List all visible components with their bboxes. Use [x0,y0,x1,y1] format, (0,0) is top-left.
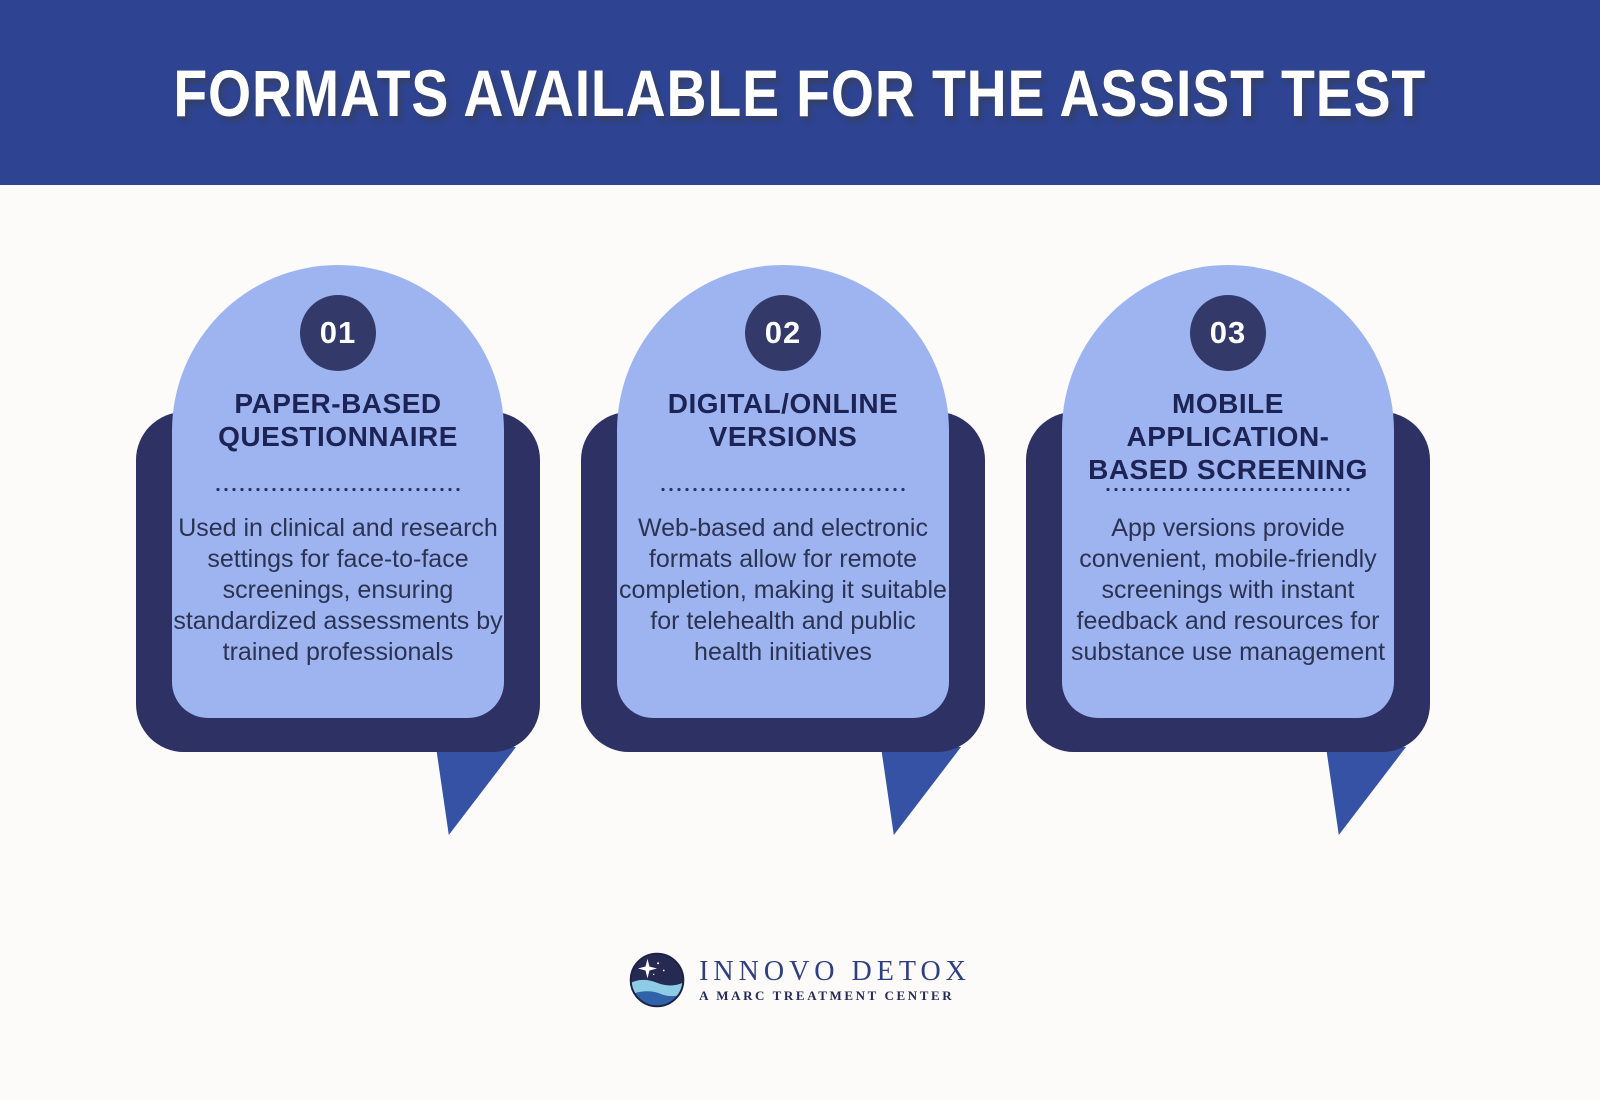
step-number-badge: 03 [1190,295,1266,371]
card-description: Used in clinical and research settings f… [173,514,503,666]
format-card-mobile-app: 03 MOBILE APPLICATION-BASED SCREENING Ap… [1026,265,1430,845]
format-card-paper-based: 01 PAPER-BASED QUESTIONNAIRE Used in cli… [136,265,540,845]
page-title: FORMATS AVAILABLE FOR THE ASSIST TEST [173,55,1427,130]
innovo-detox-globe-icon [629,952,685,1008]
step-number-badge: 02 [745,295,821,371]
speech-bubble-tail [436,747,516,835]
card-description: Web-based and electronic formats allow f… [619,514,947,666]
brand-tagline: A MARC TREATMENT CENTER [699,987,955,1003]
card-title: MOBILE APPLICATION-BASED SCREENING [1088,388,1368,485]
speech-bubble-tail [881,747,961,835]
format-card-digital-online: 02 DIGITAL/ONLINE VERSIONS Web-based and… [581,265,985,845]
card-title: DIGITAL/ONLINE VERSIONS [667,388,899,452]
header-banner: FORMATS AVAILABLE FOR THE ASSIST TEST [0,0,1600,185]
card-description: App versions provide convenient, mobile-… [1070,514,1386,666]
dotted-divider [657,487,909,492]
sparkle-star-icon [638,958,658,979]
dotted-divider [1102,487,1354,492]
dotted-divider [212,487,464,492]
card-title: PAPER-BASED QUESTIONNAIRE [218,388,458,452]
footer-logo: INNOVO DETOX A MARC TREATMENT CENTER [0,940,1600,1020]
step-number-badge: 01 [300,295,376,371]
speech-bubble-tail [1326,747,1406,835]
brand-name: INNOVO DETOX [699,955,971,987]
logo-text-block: INNOVO DETOX A MARC TREATMENT CENTER [699,955,971,1004]
